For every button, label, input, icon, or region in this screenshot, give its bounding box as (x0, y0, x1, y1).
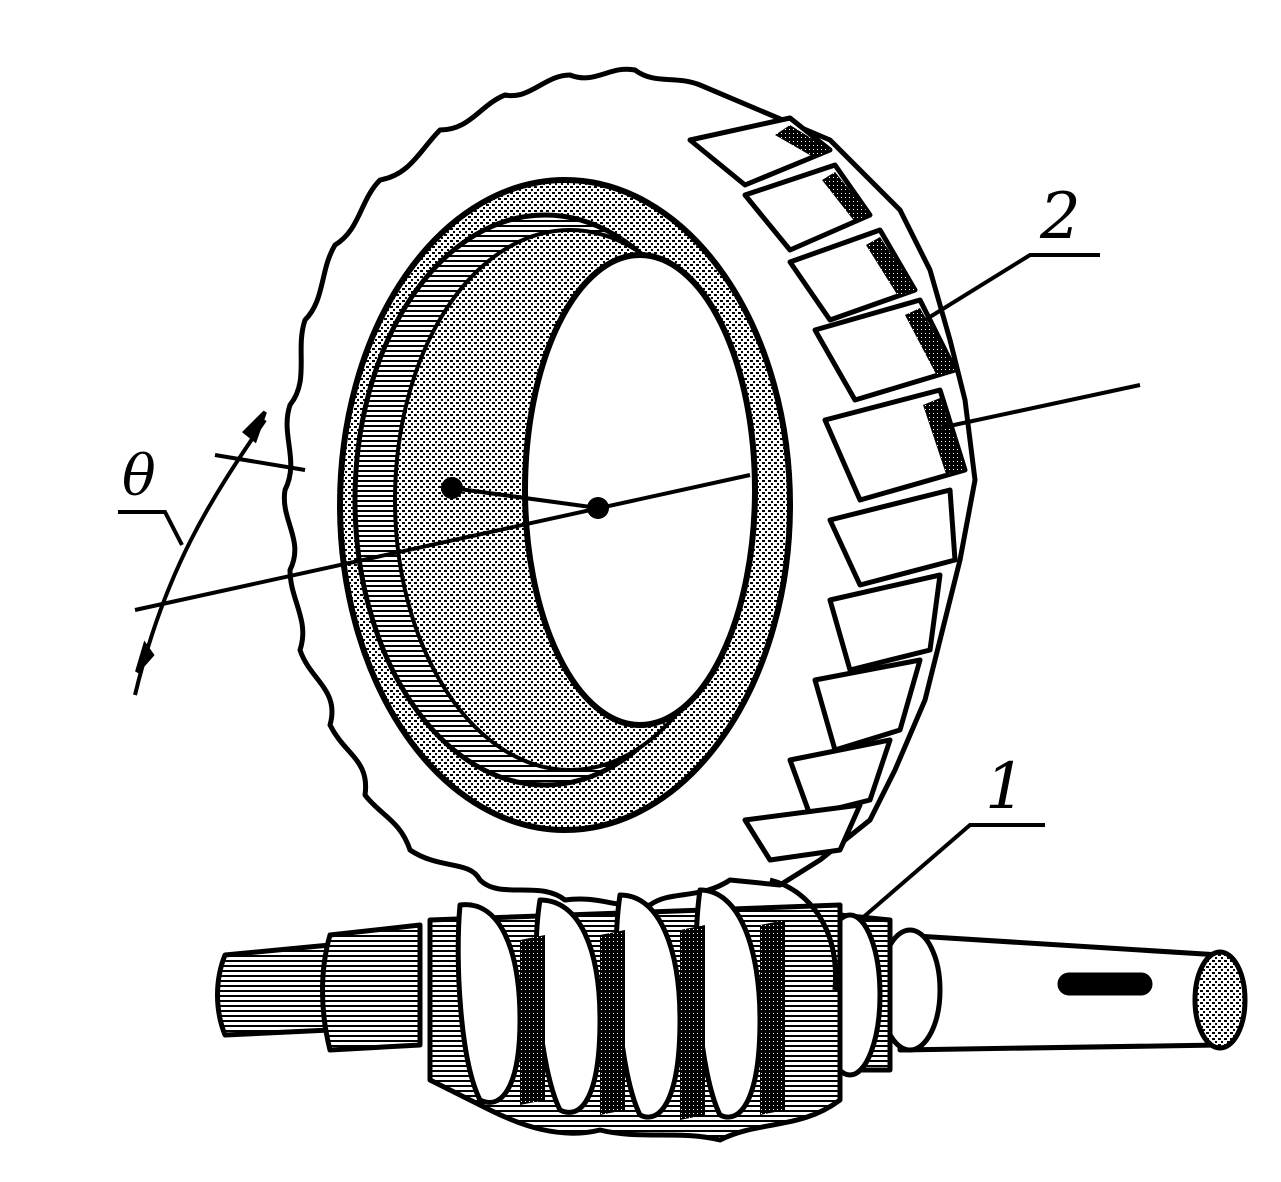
label-2: 2 (1039, 180, 1081, 254)
label-1: 1 (985, 750, 1026, 824)
wheel-center-point (441, 477, 463, 499)
hub-bore (522, 252, 758, 728)
worm-shaft (215, 877, 1248, 1143)
leader-line-1 (858, 823, 1045, 922)
theta-reference-line (214, 453, 306, 472)
shaft-keyway (1057, 972, 1153, 996)
annotations (118, 253, 1141, 922)
label-theta: θ (122, 444, 156, 509)
wheel-plane-line (134, 473, 751, 612)
worm-shaft-left (215, 942, 333, 1038)
worm-wheel (281, 66, 978, 909)
leader-line-2 (923, 253, 1100, 322)
helical-teeth (687, 115, 968, 863)
wheel-axis-line (451, 486, 599, 510)
theta-leader (118, 510, 184, 546)
worm-plane-line (939, 383, 1141, 430)
